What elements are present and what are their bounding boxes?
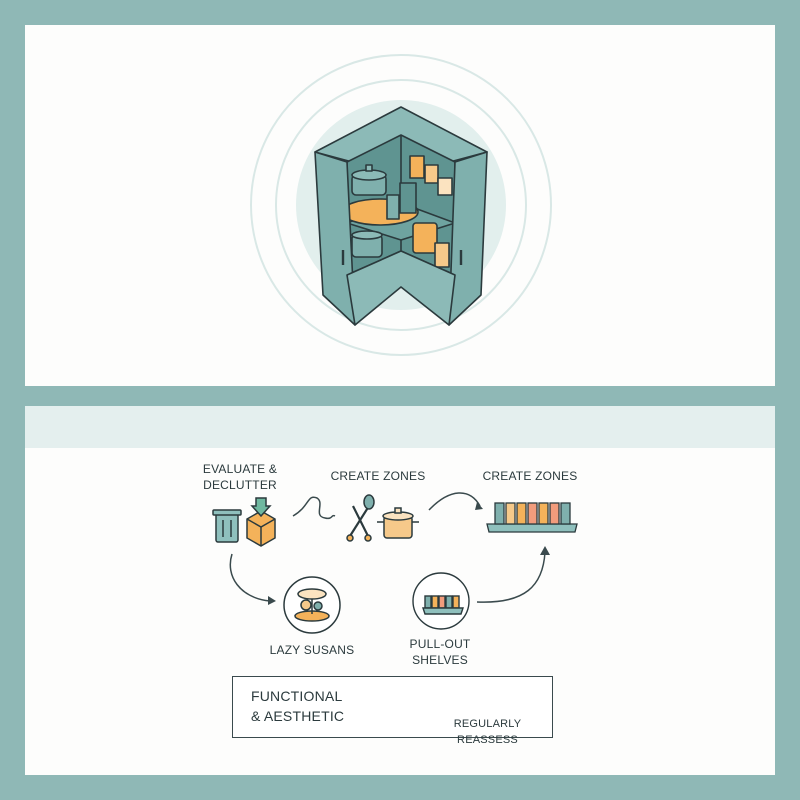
summary-box bbox=[232, 676, 553, 738]
tongs-icon bbox=[346, 494, 375, 542]
hero-panel bbox=[25, 25, 775, 386]
regularly-reassess-label: REGULARLY REASSESS bbox=[453, 718, 522, 746]
corner-cabinet-icon bbox=[314, 106, 488, 326]
corner-cabinet-illustration bbox=[250, 54, 552, 356]
box-icon bbox=[246, 497, 276, 547]
pull-out-shelf-icon bbox=[412, 572, 470, 630]
step-pull-out-shelves-label: PULL-OUT SHELVES bbox=[409, 637, 471, 667]
arrow-icon bbox=[428, 492, 481, 511]
step-lazy-susans-label: LAZY SUSANS bbox=[269, 643, 355, 657]
arrow-icon bbox=[476, 551, 546, 603]
header-band bbox=[25, 406, 775, 448]
ring-middle bbox=[275, 79, 527, 331]
trash-can-icon bbox=[212, 509, 242, 543]
process-panel: EVALUATE & DECLUTTER CREATE ZONES CREATE… bbox=[25, 406, 775, 775]
lazy-susan-icon bbox=[283, 576, 341, 634]
arrow-icon bbox=[229, 553, 271, 602]
pot-icon bbox=[377, 507, 419, 539]
step-create-zones-label: CREATE ZONES bbox=[330, 469, 426, 483]
step-evaluate-label: EVALUATE & DECLUTTER bbox=[202, 462, 278, 492]
spice-rack-icon bbox=[486, 502, 578, 533]
ring-outer bbox=[250, 54, 552, 356]
functional-aesthetic-label: FUNCTIONAL & AESTHETIC bbox=[251, 688, 345, 724]
connector-squiggle bbox=[292, 496, 336, 520]
step-create-zones-label-2: CREATE ZONES bbox=[482, 469, 578, 483]
